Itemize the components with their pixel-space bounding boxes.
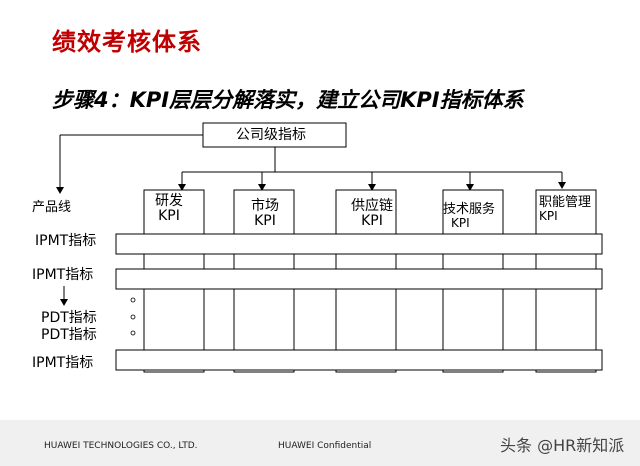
footer-company: HUAWEI TECHNOLOGIES CO., LTD. <box>44 441 198 451</box>
arrow-gyl <box>368 184 376 191</box>
page-title: 绩效考核体系 <box>52 28 202 56</box>
row-label-pdt2: PDT指标 <box>41 327 97 343</box>
dept-gyl: 供应链 KPI <box>344 198 400 230</box>
row-label-ipmt3: IPMT指标 <box>32 355 94 371</box>
footer-confidential: HUAWEI Confidential <box>278 441 372 451</box>
arrow-yf <box>178 184 186 191</box>
dot-3 <box>130 330 136 336</box>
kpi-diagram <box>56 122 603 373</box>
row-bar-ipmt3 <box>115 349 603 371</box>
dot-2 <box>130 314 136 320</box>
dept-sc-name: 市场 <box>251 198 279 214</box>
dept-sc: 市场 KPI <box>240 198 290 230</box>
dept-yf-kpi: KPI <box>158 208 180 225</box>
dept-sc-kpi: KPI <box>254 213 276 230</box>
row-label-pdt1: PDT指标 <box>41 310 97 326</box>
row-bar-ipmt1 <box>115 233 603 255</box>
dept-jsfw: 技术服务 KPI <box>443 202 505 231</box>
row-label-ipmt2: IPMT指标 <box>32 267 94 283</box>
company-box-label: 公司级指标 <box>236 127 306 143</box>
watermark: 头条 @HR新知派 <box>500 436 625 455</box>
dept-jsfw-kpi: KPI <box>451 216 470 231</box>
dept-znlg-kpi: KPI <box>539 209 558 224</box>
dept-yf-name: 研发 <box>155 193 183 209</box>
dot-1 <box>130 297 136 303</box>
dept-jsfw-name: 技术服务 <box>443 202 496 217</box>
arrow-product-line <box>56 187 64 194</box>
arrow-ipmt-pdt <box>60 299 68 306</box>
dept-gyl-kpi: KPI <box>361 213 383 230</box>
row-bar-ipmt2 <box>115 268 603 290</box>
dept-yf: 研发 KPI <box>144 193 194 225</box>
footer-bar <box>0 420 640 466</box>
dept-znlg: 职能管理 KPI <box>539 195 601 224</box>
dept-gyl-name: 供应链 <box>351 198 393 214</box>
dept-znlg-name: 职能管理 <box>539 195 592 210</box>
page-subtitle: 步骤4：KPI层层分解落实，建立公司KPI指标体系 <box>52 88 524 112</box>
product-line-label: 产品线 <box>32 200 72 215</box>
row-label-ipmt1: IPMT指标 <box>35 233 97 249</box>
arrow-sc <box>258 184 266 191</box>
arrow-znlg <box>558 182 566 189</box>
arrow-jsfw <box>466 184 474 191</box>
